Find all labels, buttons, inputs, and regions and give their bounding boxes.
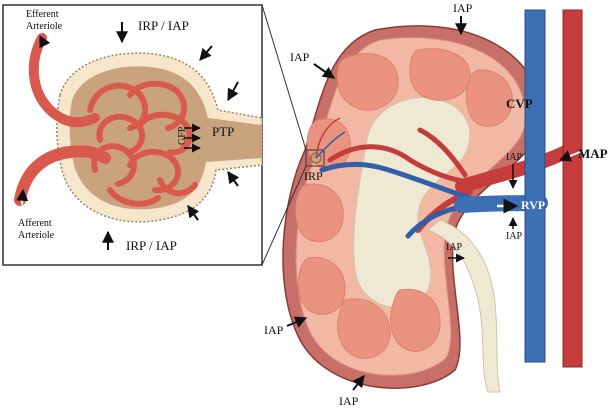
iap-renal-vein-label: IAP (506, 152, 523, 163)
renal-artery-branch (327, 144, 473, 185)
afferent-arteriole (14, 145, 111, 206)
afferent-flow-arrow (16, 188, 29, 206)
glomerulus-inset: Efferent Arteriole Afferent Arteriole IR… (2, 4, 263, 266)
pyramid (295, 183, 344, 242)
aorta (562, 9, 583, 368)
capillary-loop (127, 80, 188, 131)
irp-label: IRP (304, 169, 323, 183)
irp-iap-top-label: IRP / IAP (138, 18, 189, 33)
iap-left-upper-label: IAP (290, 50, 310, 64)
ptp-label: PTP (212, 124, 234, 139)
pressure-arrow (227, 81, 239, 102)
efferent-arteriole (28, 33, 100, 128)
ureter (427, 219, 501, 393)
capillary-loop (107, 187, 161, 207)
bowmans-space (69, 66, 262, 210)
renal-artery-branch (417, 127, 468, 178)
map-label: MAP (578, 146, 608, 161)
iap-left-upper-arrow (313, 63, 335, 79)
pyramid (336, 53, 399, 111)
iap-left-lower-arrow (286, 316, 308, 328)
afferent-label-2: Arteriole (18, 230, 55, 241)
iap-right-label: IAP (506, 231, 523, 242)
map-arrow (558, 150, 581, 162)
afferent-thread (315, 117, 341, 159)
renal-vein-branch (319, 161, 473, 201)
pyramid (390, 288, 441, 352)
capillary-loop (96, 113, 146, 155)
iap-left-lower-label: IAP (264, 323, 284, 337)
iap-top-label: IAP (453, 1, 473, 15)
efferent-label-1: Efferent (26, 9, 59, 20)
pressure-arrow (187, 205, 200, 221)
zoom-box (305, 149, 325, 167)
rvp-label: RVP (521, 198, 545, 212)
efferent-flow-arrow (39, 34, 51, 49)
iap-bottom-arrow (352, 375, 365, 391)
pyramid (337, 298, 391, 359)
afferent-label-1: Afferent (18, 218, 52, 229)
zoom-connector-top (261, 4, 307, 151)
efferent-label-2: Arteriole (26, 21, 63, 32)
efferent-thread (315, 131, 346, 159)
iap-ureter-label: IAP (446, 242, 463, 253)
capsule-pressure-arrows (102, 22, 240, 250)
pyramid (297, 256, 346, 315)
zoom-connector-bottom (261, 165, 307, 266)
pyramid (409, 48, 471, 101)
irp-iap-bottom-label: IRP / IAP (126, 238, 177, 253)
pyramid (465, 69, 513, 127)
cvp-label: CVP (506, 96, 533, 111)
pressure-arrow (199, 45, 213, 61)
pressure-arrow (227, 171, 240, 187)
gfp-label: GFP (177, 126, 188, 145)
iap-bottom-label: IAP (339, 394, 359, 408)
capillary-loop (157, 177, 198, 197)
inferior-vena-cava (524, 9, 546, 363)
